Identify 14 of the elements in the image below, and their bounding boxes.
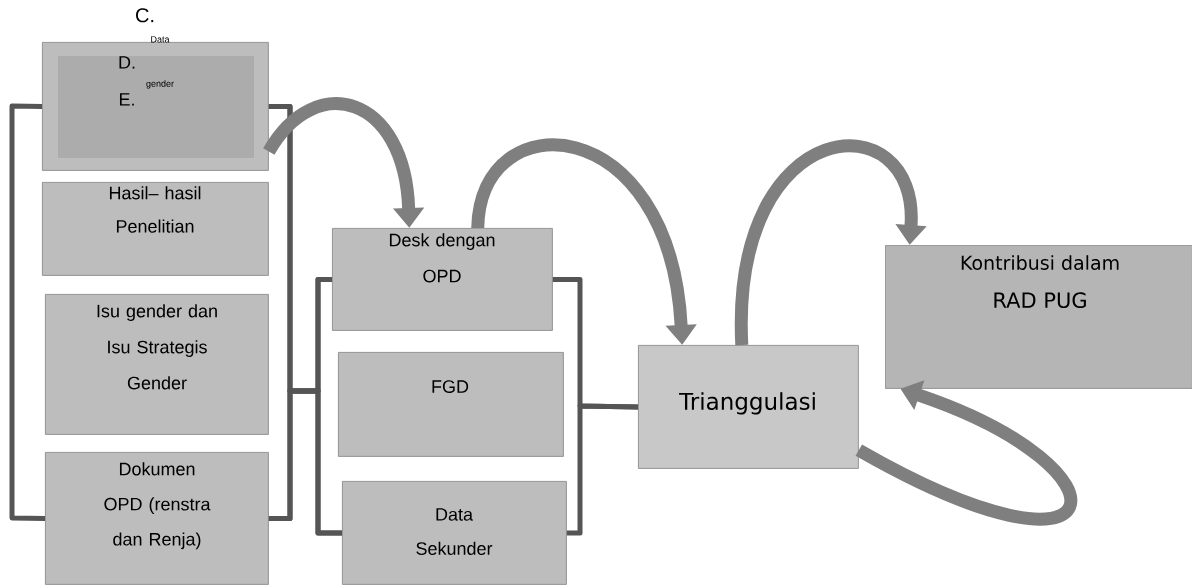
process-box: Data Sekunder bbox=[342, 481, 567, 585]
bracket-line bbox=[566, 403, 639, 536]
process-box: Isu gender dan Isu Strategis Gender bbox=[45, 294, 269, 435]
curved-arrow bbox=[735, 139, 927, 346]
process-box: FGD bbox=[338, 352, 564, 457]
process-box: Desk dengan OPD bbox=[332, 228, 553, 331]
list-letter: C. bbox=[136, 8, 154, 23]
bracket-line bbox=[268, 388, 342, 536]
bracket-line bbox=[9, 103, 46, 521]
process-box: Dokumen OPD (renstra dan Renja) bbox=[45, 452, 269, 585]
process-box: Trianggulasi bbox=[638, 345, 859, 469]
process-box: Kontribusi dalam RAD PUG bbox=[885, 245, 1192, 389]
data-box: Data D. gender E. bbox=[42, 36, 269, 171]
process-box: Hasil– hasil Penelitian bbox=[42, 182, 269, 276]
